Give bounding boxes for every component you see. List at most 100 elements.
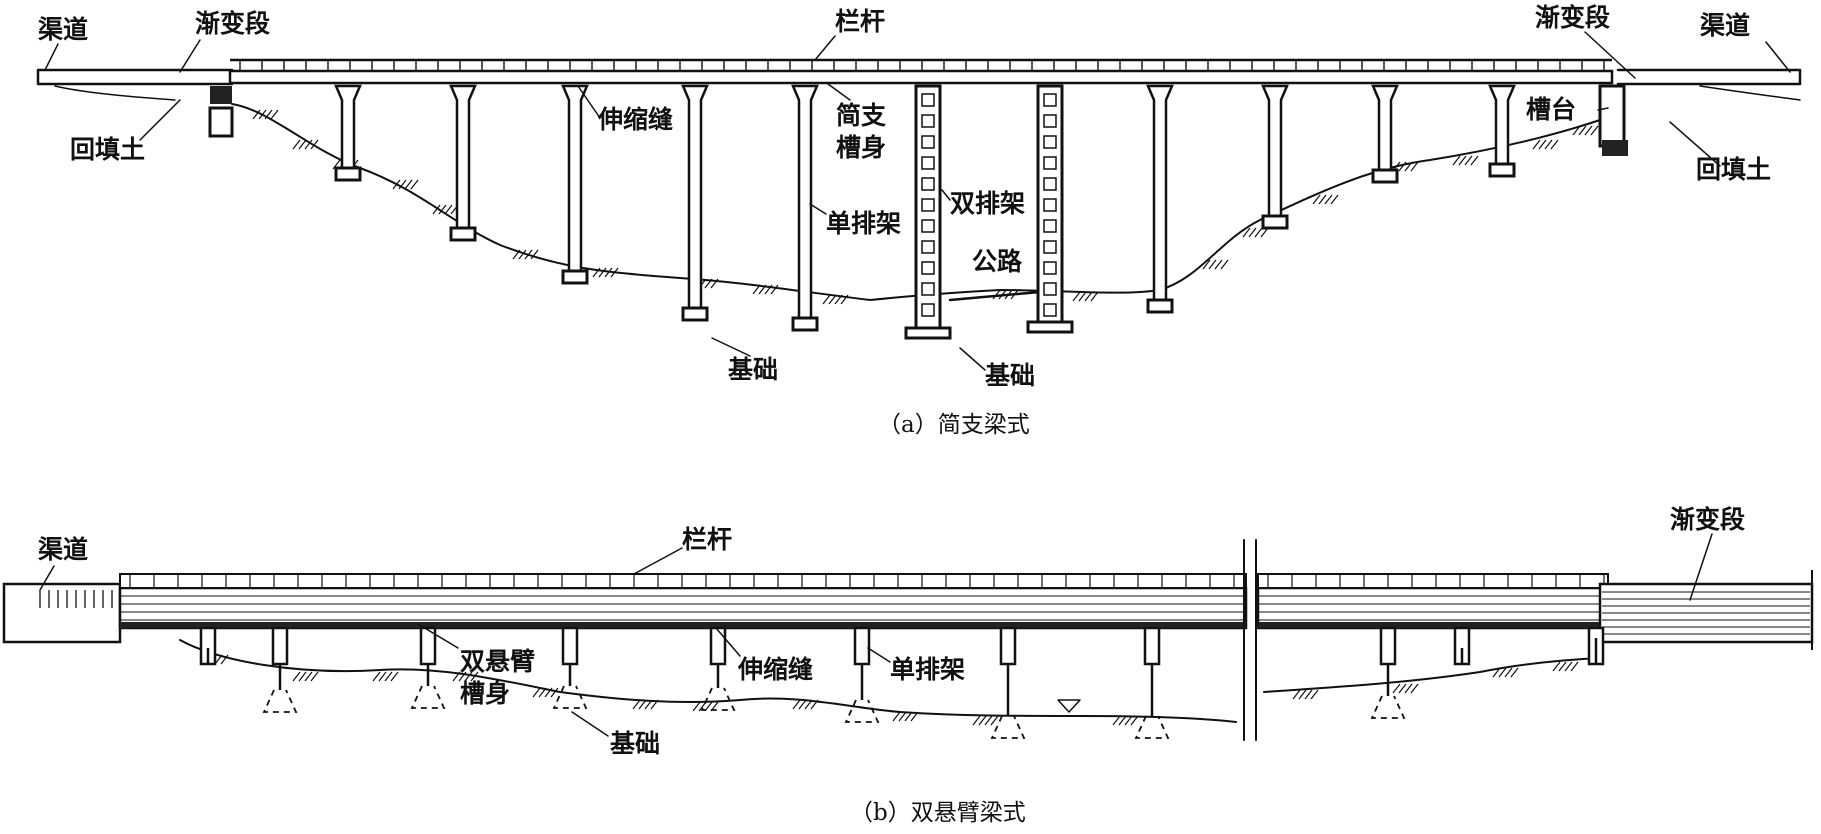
water-level-icon [1057, 699, 1081, 713]
hatch-mark [1570, 661, 1579, 672]
pier [853, 626, 871, 666]
road-a [948, 290, 1042, 302]
hatch-mark [892, 711, 901, 722]
caption-a: （a）简支梁式 [878, 412, 1030, 438]
leader-canal-left-a [44, 43, 59, 71]
hatch-mark [990, 715, 999, 726]
hatch-mark [758, 284, 767, 295]
hatch-mark [298, 139, 307, 150]
hatch-mark [610, 267, 619, 278]
hatch-mark [252, 109, 261, 120]
hatch-mark [984, 715, 993, 726]
dashed-foundation [552, 685, 588, 709]
hatch-mark [592, 267, 601, 278]
leader-single-frame-a [809, 203, 827, 215]
hatch-mark [752, 284, 761, 295]
hatch-mark [1292, 689, 1301, 700]
abutment-left-base-a [208, 106, 234, 138]
pier [561, 84, 589, 273]
hatch-mark [1392, 683, 1401, 694]
pier-footing [334, 166, 362, 182]
label-transition-b: 渐变段 [1670, 505, 1745, 534]
hatch-mark [828, 294, 837, 305]
hatch-mark [1304, 689, 1313, 700]
hatch-mark [438, 204, 447, 215]
label-expansion-joint-b: 伸缩缝 [737, 655, 813, 684]
pier [709, 626, 727, 666]
dashed-foundation [700, 687, 736, 711]
leader-transition-left-a [179, 39, 201, 73]
hatch-mark [378, 671, 387, 682]
hatch-mark [1552, 661, 1561, 672]
label-backfill-left-a: 回填土 [70, 135, 145, 164]
hatch-mark [1118, 715, 1127, 726]
hatch-mark [1510, 667, 1519, 678]
hatch-mark [598, 267, 607, 278]
frame-opening [1043, 282, 1057, 296]
hatch-mark [1090, 291, 1099, 302]
hatch-mark [292, 139, 301, 150]
hatch-mark [538, 687, 547, 698]
abutment-left-a [210, 86, 232, 104]
hatch-mark [432, 204, 441, 215]
frame-opening [1043, 261, 1057, 275]
label-canal-b: 渠道 [38, 535, 88, 564]
transition-lines-b [1602, 591, 1810, 635]
railing-b1 [119, 573, 1247, 589]
hatch-mark [1242, 227, 1251, 238]
label-railing-b: 栏杆 [682, 525, 732, 554]
hatch-mark [1404, 161, 1413, 172]
frame-opening [1043, 114, 1057, 128]
label-double-cantilever-1: 双悬臂 [460, 647, 535, 676]
pier [1488, 84, 1516, 166]
hatch-mark [464, 671, 473, 682]
label-backfill-right-a: 回填土 [1696, 155, 1771, 184]
dashed-foundation [844, 699, 880, 723]
single-frame-piers-a [334, 84, 1516, 332]
leader-double-frame [941, 189, 951, 201]
railing-posts-a [239, 60, 1605, 71]
leader-foundation-b [571, 711, 609, 737]
leader-abutment [1597, 107, 1609, 111]
leader-railing-b [633, 547, 683, 575]
hatch-mark [1464, 155, 1473, 166]
frame-opening [1043, 156, 1057, 170]
leader-backfill-right-a [1669, 121, 1721, 167]
frame-opening [921, 114, 935, 128]
hatch-mark [650, 699, 659, 710]
pier-footing [1146, 298, 1174, 314]
hatch-mark [310, 139, 319, 150]
label-road: 公路 [972, 247, 1023, 276]
leader-transition-b [1689, 533, 1713, 601]
hatch-mark [764, 284, 773, 295]
double-frame-footing [1026, 320, 1074, 334]
double-frame-footing [904, 326, 952, 340]
hatch-mark [298, 671, 307, 682]
railing-posts-b [129, 574, 1605, 588]
dashed-foundation [410, 685, 446, 709]
label-simply-supported-1: 简支 [836, 101, 886, 130]
hatch-mark [638, 699, 647, 710]
panel-b: 渠道 栏杆 渐变段 双悬臂 槽身 伸缩缝 单排架 基础 （b）双悬臂梁式 [2, 505, 1814, 826]
label-canal-left-a: 渠道 [38, 15, 88, 44]
frame-opening [921, 261, 935, 275]
break-line-b [1243, 539, 1257, 741]
hatch-mark [1550, 139, 1559, 150]
hatch-mark [512, 249, 521, 260]
hatch-mark [1112, 715, 1121, 726]
pier-footing [791, 316, 819, 332]
leader-simply-supported [827, 83, 851, 101]
label-transition-left-a: 渐变段 [195, 9, 270, 38]
panel-a: 渠道 渐变段 栏杆 渐变段 渠道 回填土 伸缩缝 简支 槽身 双排架 槽台 回填… [36, 3, 1802, 438]
label-transition-right-a: 渐变段 [1535, 3, 1610, 32]
pier-footing [1261, 214, 1289, 230]
hatch-mark [1558, 661, 1567, 672]
leader-transition-right-a [1584, 31, 1636, 79]
label-expansion-joint-a: 伸缩缝 [597, 105, 673, 134]
frame-opening [921, 177, 935, 191]
label-double-cantilever-2: 槽身 [460, 679, 510, 708]
pier [271, 626, 289, 666]
label-single-frame-b: 单排架 [890, 655, 965, 684]
leader-double-cantilever-b [417, 623, 459, 649]
hatch-mark [470, 671, 479, 682]
